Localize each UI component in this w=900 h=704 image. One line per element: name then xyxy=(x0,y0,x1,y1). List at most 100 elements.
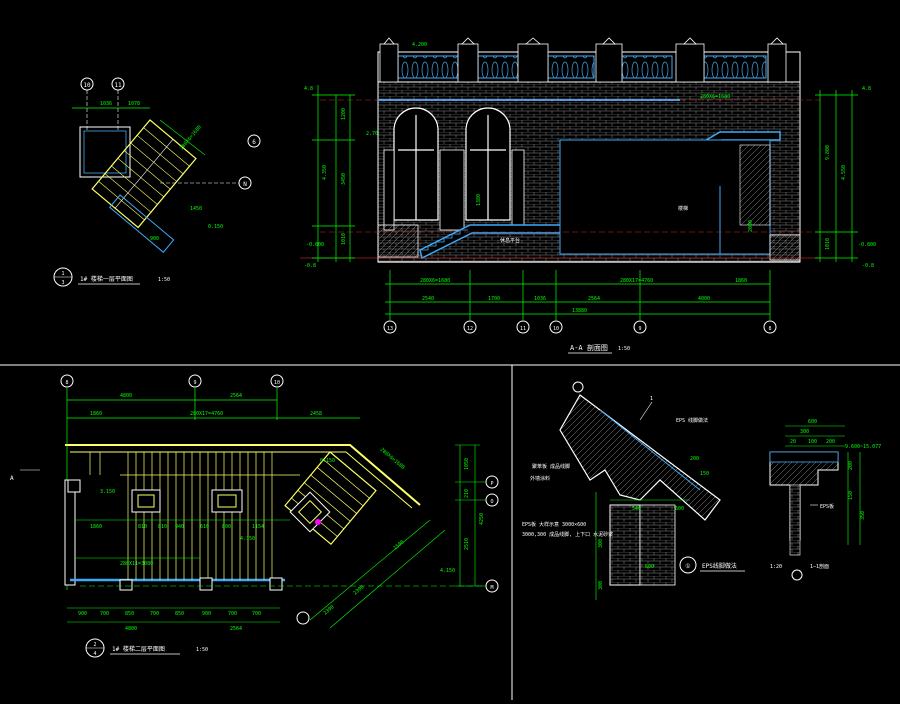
axis-label: 10 xyxy=(553,326,559,332)
level-mark: 2.70 xyxy=(366,131,378,137)
level-mark: -0.800 xyxy=(858,242,876,248)
dim-text: 150 xyxy=(700,471,709,477)
axis-label: 8 xyxy=(65,380,68,386)
dim-text: 900 xyxy=(78,611,87,617)
stair-plan-level-2: 8 9 10 4800 2564 1860 280X17=4760 2458 xyxy=(10,374,499,658)
axis-label: 12 xyxy=(467,326,473,332)
plan-right-dims xyxy=(80,444,486,587)
dim-text: 280X11=3080 xyxy=(120,561,153,567)
inner-wall xyxy=(83,130,127,174)
viewport-frames xyxy=(0,364,900,700)
dim-text: 1860 xyxy=(90,411,102,417)
dim-text: 610 xyxy=(200,524,209,530)
small-section-top-dims xyxy=(785,425,845,447)
dim-text: 300 xyxy=(598,539,604,548)
index-top: 1 xyxy=(61,271,64,277)
base-rubble xyxy=(377,224,419,258)
dim-text: 2000 xyxy=(748,220,754,232)
axis-label: A xyxy=(10,475,14,482)
dim-text: 4800 xyxy=(120,393,132,399)
dim-text: 810 xyxy=(138,524,147,530)
level-mark: 4.200 xyxy=(412,42,427,48)
section-scale: 1:20 xyxy=(770,564,782,570)
axis-bubble-eps xyxy=(572,381,584,393)
left-dimension-chain xyxy=(312,85,355,262)
plan-columns xyxy=(67,479,283,591)
columns xyxy=(383,149,525,231)
stair-steps xyxy=(420,229,468,251)
drawing-title: 1# 楼梯一层平面图 xyxy=(80,275,133,283)
index-bottom: 3 xyxy=(61,280,64,286)
dim-text: 300 xyxy=(800,429,809,435)
axis-bubble-8 xyxy=(60,374,74,388)
axis-label: 11 xyxy=(114,82,122,89)
dim-text: 4800 xyxy=(125,626,137,632)
eps-note: 3000,300 成品线脚, 上下口 水泥砂浆 xyxy=(522,531,613,538)
dim-text: 280X6=1680 xyxy=(420,278,450,284)
pillar-caps xyxy=(379,37,787,83)
dim-text: 300 xyxy=(598,581,604,590)
level-mark: 4.150 xyxy=(240,536,255,542)
small-section-1-1: 600 300 20 100 200 9.600~15.077 200 350 … xyxy=(769,419,881,581)
dim-text: 2510 xyxy=(464,538,470,550)
eps-note: EPS 线脚做法 xyxy=(676,417,708,424)
dim-text: 2540 xyxy=(422,296,434,302)
cap-slab xyxy=(769,451,839,463)
leader-line xyxy=(639,401,653,421)
dim-text: 2458 xyxy=(310,411,322,417)
eps-note: EPS板 大样示意 3000×600 xyxy=(522,521,586,528)
dim-text: 13880 xyxy=(572,308,587,314)
dim-text: 200 xyxy=(826,439,835,445)
dim-text: 4.550 xyxy=(841,165,847,180)
dim-text: 700 xyxy=(252,611,261,617)
wall-outline xyxy=(79,126,131,178)
detail-index: ① xyxy=(685,563,690,570)
dim-text: 540 xyxy=(632,506,641,512)
wall-hatch xyxy=(739,144,771,226)
dim-text: 9.800 xyxy=(825,145,831,160)
bottom-dimension-lines xyxy=(385,270,771,320)
dim-text: 850 xyxy=(125,611,134,617)
section-bubble xyxy=(791,569,803,581)
level-mark: -0.8 xyxy=(862,263,874,269)
axis-bubble-6 xyxy=(247,134,261,148)
plan-bottom-dims xyxy=(67,607,280,623)
dim-text: 1380 xyxy=(476,194,482,206)
parapet-railing-panels xyxy=(397,55,767,79)
small-section-side-dims xyxy=(847,452,861,545)
level-mark: -0.800 xyxy=(306,242,324,248)
dim-text: 600 xyxy=(808,419,817,425)
dim-text: 280X17=4760 xyxy=(620,278,653,284)
dim-text: 20 xyxy=(790,439,796,445)
axis-label: 11 xyxy=(520,326,526,332)
landing-outline xyxy=(109,194,175,253)
axis-label: P xyxy=(490,481,493,487)
dim-text: 350 xyxy=(860,511,866,520)
detail-index-bubble xyxy=(679,556,697,574)
small-stair-plan: 10 11 1036 1078 280X6=1680 6 N xyxy=(53,77,261,287)
dim-line xyxy=(159,119,206,156)
inner-wall-top xyxy=(70,451,413,509)
eps-wall-2 xyxy=(639,504,676,586)
section-scale: 1:50 xyxy=(618,346,630,352)
dim-text: 2564 xyxy=(230,393,242,399)
stair-void xyxy=(559,139,771,255)
dim-text: 1860 xyxy=(90,524,102,530)
level-mark: 3.150 xyxy=(100,489,115,495)
index-top: 2 xyxy=(93,642,96,648)
dim-text: 280X17=4760 xyxy=(190,411,223,417)
dim-text: 810 xyxy=(158,524,167,530)
section-axis-bubbles xyxy=(383,320,777,334)
small-wall xyxy=(789,484,801,556)
axis-label: 9 xyxy=(638,326,641,332)
dim-text: 900 xyxy=(150,236,159,242)
dim-text: 3450 xyxy=(341,173,347,185)
dim-text: 600 xyxy=(645,564,654,570)
section-title: 1—1剖面 xyxy=(810,563,829,570)
dim-text: 200 xyxy=(690,456,699,462)
level-mark: 9.600~15.077 xyxy=(845,444,881,450)
dim-text: 1036 xyxy=(100,101,112,107)
axis-label: O xyxy=(490,499,493,505)
axis-mark: 1 xyxy=(650,396,653,402)
